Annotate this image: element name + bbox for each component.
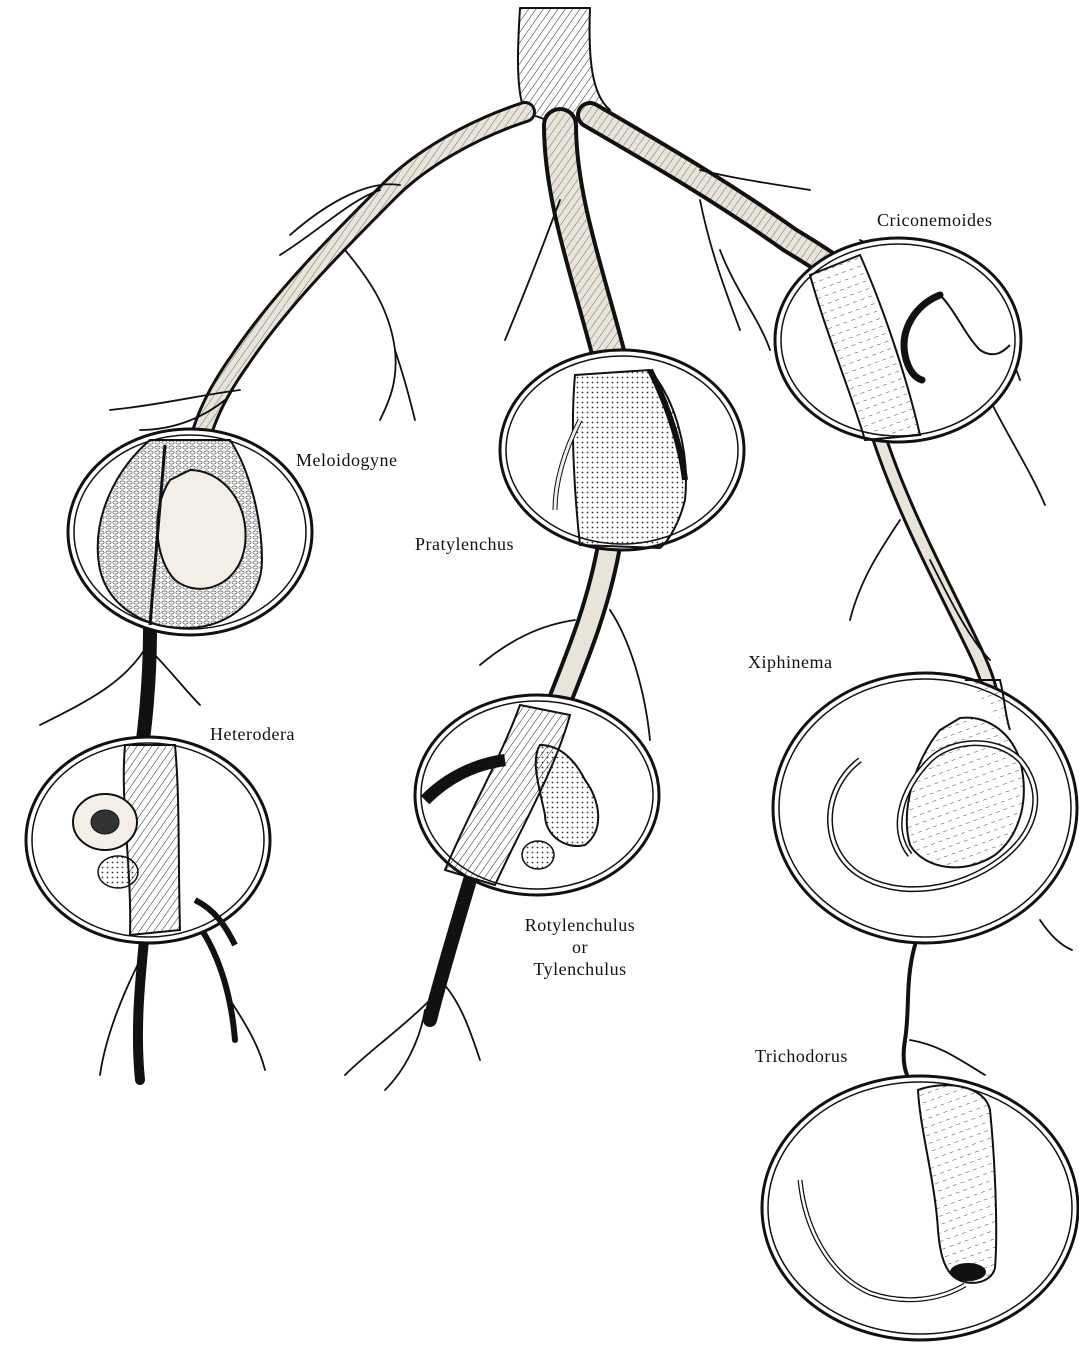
inset-heterodera — [26, 737, 270, 945]
inset-rotylenchulus — [415, 695, 659, 895]
root-segment-heterodera-lower — [138, 930, 145, 1080]
label-trichodorus: Trichodorus — [755, 1046, 848, 1067]
label-rotylenchulus: Rotylenchulus — [510, 914, 650, 936]
heterodera-root — [124, 745, 180, 935]
label-or: or — [510, 936, 650, 958]
inset-xiphinema — [773, 673, 1077, 943]
inset-pratylenchus — [500, 350, 744, 550]
inset-meloidogyne — [68, 429, 312, 635]
label-heterodera: Heterodera — [210, 724, 295, 745]
root-branch-left — [200, 112, 525, 440]
root-segment-rotylenchulus-lower — [430, 880, 470, 1020]
root-segment-xiphinema-lower — [904, 945, 925, 1090]
label-criconemoides: Criconemoides — [877, 210, 992, 231]
label-pratylenchus: Pratylenchus — [415, 534, 514, 555]
label-meloidogyne: Meloidogyne — [296, 450, 398, 471]
label-xiphinema: Xiphinema — [748, 652, 832, 673]
inset-criconemoides — [775, 238, 1021, 442]
label-rotylenchulus-group: Rotylenchulus or Tylenchulus — [510, 914, 650, 980]
label-tylenchulus: Tylenchulus — [510, 958, 650, 980]
inset-trichodorus — [762, 1076, 1078, 1340]
